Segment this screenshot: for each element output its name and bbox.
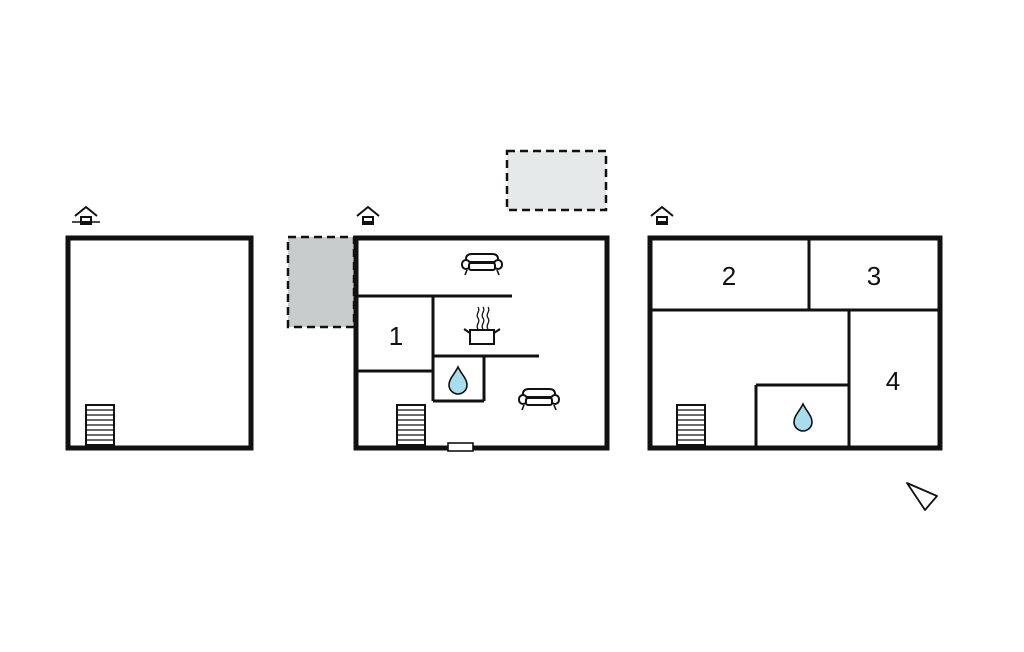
entrance-icon [356,206,380,226]
floor-middle-outline [353,235,610,451]
north-arrow-icon [906,482,938,511]
stairs-icon [85,404,115,446]
floor-left-outline [65,235,254,451]
water-drop-icon [448,366,468,395]
stairs-icon [676,404,706,446]
terrace-left [286,235,356,329]
sofa-icon [461,253,503,276]
entrance-icon [650,206,674,226]
sofa-icon [518,388,560,411]
terrace-top [505,149,608,212]
room-label-3: 3 [867,261,881,291]
room-label-2: 2 [722,261,736,291]
room-label-4: 4 [886,366,900,396]
floor-left [65,206,254,451]
floor-right-outline [647,235,943,451]
room-label-1: 1 [389,321,403,351]
floor-right: 2 3 4 [647,206,943,451]
door-icon [447,442,474,452]
entrance-icon [72,206,100,226]
water-drop-icon [793,403,813,432]
stairs-icon [396,404,426,446]
floor-middle: 1 [353,206,610,452]
kitchen-pot-icon [463,306,501,345]
